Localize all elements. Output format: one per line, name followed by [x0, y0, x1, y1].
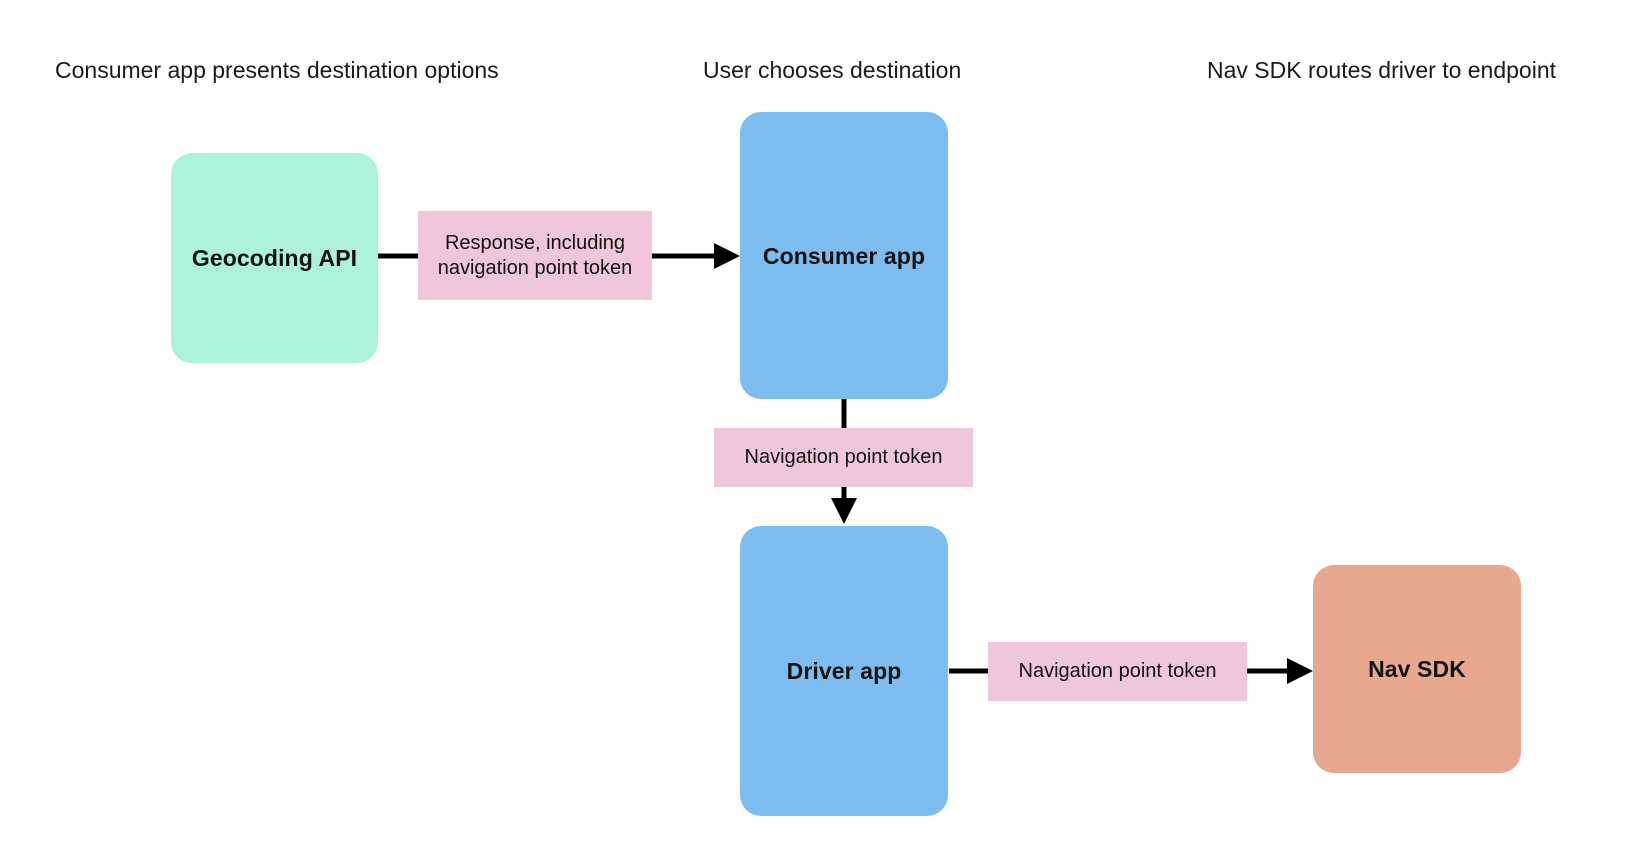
- edge-label-consumer-to-driver: Navigation point token: [714, 428, 973, 487]
- node-nav-sdk-label: Nav SDK: [1368, 656, 1466, 682]
- column-heading-nav-sdk: Nav SDK routes driver to endpoint: [1207, 57, 1557, 83]
- column-heading-consumer-app: Consumer app presents destination option…: [55, 57, 499, 83]
- node-geocoding-api-label: Geocoding API: [191, 245, 358, 271]
- node-driver-app[interactable]: Driver app: [740, 526, 948, 816]
- edge-label-driver-to-navsdk: Navigation point token: [988, 642, 1247, 701]
- arrowhead-to-nav-sdk: [1287, 658, 1313, 684]
- arrowhead-to-driver-app: [831, 498, 857, 524]
- node-consumer-app[interactable]: Consumer app: [740, 112, 948, 399]
- edge-label-driver-to-navsdk-text: Navigation point token: [1018, 660, 1217, 682]
- edge-label-consumer-to-driver-text: Navigation point token: [744, 446, 943, 468]
- node-driver-app-label: Driver app: [786, 658, 902, 684]
- node-nav-sdk[interactable]: Nav SDK: [1313, 565, 1521, 773]
- arrowhead-to-consumer-app: [714, 243, 740, 269]
- node-geocoding-api[interactable]: Geocoding API: [171, 153, 378, 363]
- column-heading-user-chooses: User chooses destination: [703, 57, 962, 83]
- edge-label-geocoding-to-consumer-text: Response, including navigation point tok…: [437, 231, 633, 279]
- node-consumer-app-label: Consumer app: [762, 242, 926, 269]
- edge-label-geocoding-to-consumer: Response, including navigation point tok…: [418, 211, 652, 300]
